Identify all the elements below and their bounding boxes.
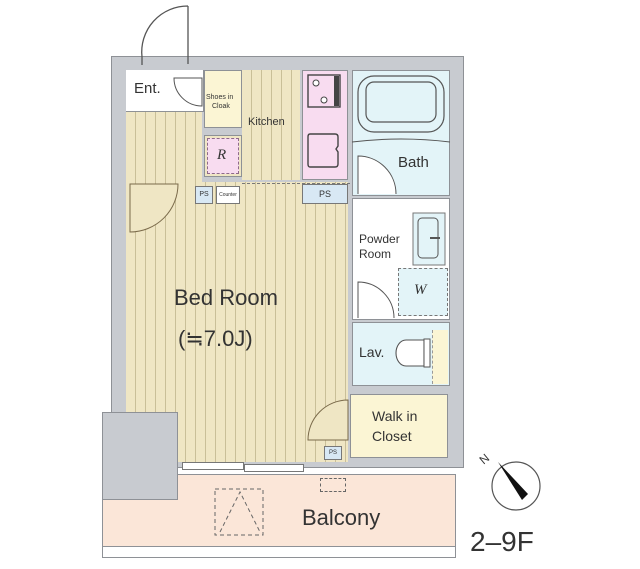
balcony-rail <box>102 546 456 558</box>
entrance-inner-door-icon <box>173 77 203 107</box>
closet-door-icon <box>307 399 349 441</box>
corridor-floor <box>126 112 202 184</box>
bath-label: Bath <box>398 154 429 171</box>
lavatory-label: Lav. <box>359 344 385 360</box>
bath-door-swing-icon <box>357 155 397 195</box>
bedroom-door-icon <box>129 183 179 233</box>
shoes-cloak <box>204 70 242 128</box>
balcony-column <box>102 412 178 500</box>
sink-icon <box>307 133 339 168</box>
toilet-icon <box>395 338 431 368</box>
counter-box: Counter <box>216 186 240 204</box>
entrance-label: Ent. <box>134 80 161 97</box>
ps-box-2: PS <box>302 184 348 204</box>
lavatory-storage <box>432 330 448 384</box>
bath-divider <box>351 138 451 143</box>
refrigerator <box>207 138 239 174</box>
air-conditioner-unit <box>320 478 346 492</box>
stove-icon <box>307 74 341 108</box>
front-door-swing-icon <box>141 5 189 65</box>
powder-room-door-icon <box>357 281 395 319</box>
bedroom-size: (≒7.0J) <box>178 326 253 351</box>
evacuation-hatch-icon <box>214 488 264 536</box>
shoes-cloak-label-2: Cloak <box>212 103 230 110</box>
ps-box-3: PS <box>324 446 342 460</box>
washbasin-icon <box>412 212 446 266</box>
balcony-label: Balcony <box>302 505 381 530</box>
floor-range-label: 2–9F <box>470 526 534 557</box>
refrigerator-label: R <box>217 147 227 163</box>
ps-box-1: PS <box>195 186 213 204</box>
walk-in-closet-label-2: Closet <box>372 428 412 444</box>
walk-in-closet <box>350 394 448 458</box>
washer-space <box>398 268 448 316</box>
north-compass-icon <box>491 461 541 511</box>
kitchen-floor <box>242 70 300 180</box>
powder-room-label-2: Room <box>359 247 392 261</box>
bathtub-icon <box>357 75 445 133</box>
walk-in-closet-label-1: Walk in <box>372 408 418 424</box>
bedroom-name: Bed Room <box>174 285 278 310</box>
washer-label: W <box>414 282 427 298</box>
kitchen-label: Kitchen <box>248 116 285 128</box>
powder-room-label-1: Powder <box>359 232 400 246</box>
shoes-cloak-label-1: Shoes in <box>206 94 234 101</box>
kitchen-boundary <box>242 183 350 184</box>
balcony-window-left[interactable] <box>182 462 244 470</box>
balcony-window-right[interactable] <box>244 464 304 472</box>
